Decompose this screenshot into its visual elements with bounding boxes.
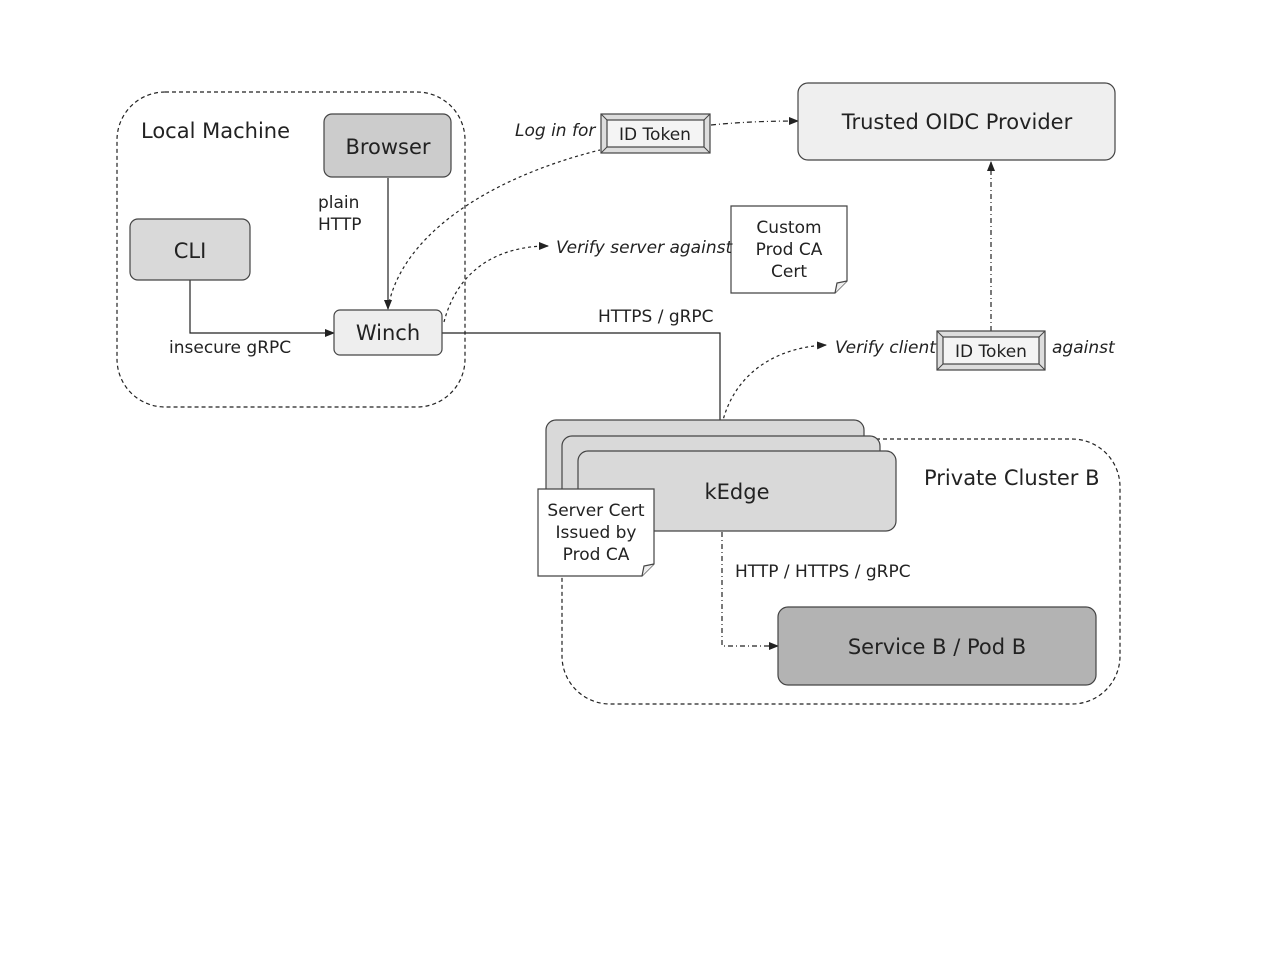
- id-token-right-label: ID Token: [955, 342, 1027, 362]
- token-to-oidc-edge: [710, 117, 799, 126]
- local-machine-group: [116, 91, 466, 408]
- winch-node-label: Winch: [356, 321, 420, 345]
- cli-to-winch-edge: [189, 280, 335, 337]
- verify-server-label: Verify server against: [556, 238, 733, 258]
- verify-client-label: Verify client: [835, 338, 937, 358]
- browser-node-label: Browser: [345, 135, 430, 159]
- id-token-top-label: ID Token: [619, 125, 691, 145]
- custom-ca-note-line-1: Custom: [756, 218, 821, 238]
- custom-ca-note: Custom Prod CA Cert: [730, 205, 848, 294]
- kedge-node-label: kEdge: [704, 480, 769, 504]
- id-token-right-badge: ID Token: [936, 330, 1046, 371]
- server-cert-note-line-3: Prod CA: [563, 545, 630, 565]
- server-cert-note: Server Cert Issued by Prod CA: [537, 488, 655, 577]
- insecure-grpc-label: insecure gRPC: [169, 338, 291, 358]
- cli-node-label: CLI: [174, 239, 207, 263]
- cli-node: [129, 218, 251, 281]
- server-cert-note-line-1: Server Cert: [547, 501, 644, 521]
- against-label: against: [1052, 338, 1116, 358]
- http-https-grpc-label: HTTP / HTTPS / gRPC: [735, 562, 911, 582]
- plain-http-label-1: plain: [318, 193, 359, 213]
- verify-server-edge: [443, 242, 549, 323]
- kedge-to-service-edge: [721, 532, 779, 650]
- verify-client-edge: [721, 341, 827, 425]
- private-cluster-label: Private Cluster B: [924, 466, 1100, 490]
- custom-ca-note-line-3: Cert: [771, 262, 807, 282]
- winch-node: [333, 309, 443, 356]
- oidc-node: [797, 82, 1116, 161]
- custom-ca-note-line-2: Prod CA: [756, 240, 823, 260]
- service-node: [777, 606, 1097, 686]
- server-cert-note-line-2: Issued by: [555, 523, 636, 543]
- browser-node: [323, 113, 452, 178]
- log-in-for-label: Log in for: [515, 121, 596, 141]
- id-token-top-badge: ID Token: [600, 113, 711, 154]
- oidc-node-label: Trusted OIDC Provider: [841, 110, 1073, 134]
- https-grpc-label: HTTPS / gRPC: [598, 307, 714, 327]
- local-machine-label: Local Machine: [141, 119, 290, 143]
- plain-http-label-2: HTTP: [318, 215, 362, 235]
- winch-login-edge: [387, 149, 601, 309]
- winch-to-kedge-edge: [442, 332, 724, 437]
- service-node-label: Service B / Pod B: [848, 635, 1026, 659]
